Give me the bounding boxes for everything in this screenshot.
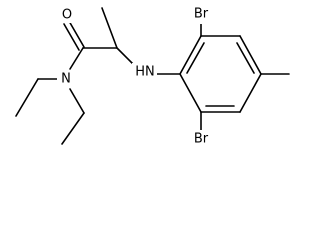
amide-nitrogen-label: N [61, 72, 71, 87]
amine-label: HN [135, 65, 155, 80]
bromine-top-label: Br [194, 7, 209, 22]
chemical-structure: O N HN Br Br [15, 6, 290, 148]
ring-bond-3-inner [236, 42, 255, 74]
carbonyl-bond-2 [63, 23, 80, 51]
ring-bond-1 [179, 35, 202, 75]
carbonyl-n-bond [69, 47, 84, 70]
bromine-bottom-label: Br [194, 132, 209, 147]
ring-bond-1-inner [186, 42, 205, 74]
alpha-methyl-bond [101, 7, 118, 49]
n-ethyl2-bond-1 [69, 88, 85, 114]
ring-bond-4 [239, 73, 262, 113]
ring-bond-3 [239, 35, 262, 75]
n-ethyl2-bond-2 [61, 112, 85, 145]
carbonyl-bond-1 [68, 20, 85, 48]
ring-bond-6 [179, 73, 202, 113]
n-ethyl1-bond-2 [15, 78, 39, 117]
oxygen-label: O [62, 8, 72, 23]
